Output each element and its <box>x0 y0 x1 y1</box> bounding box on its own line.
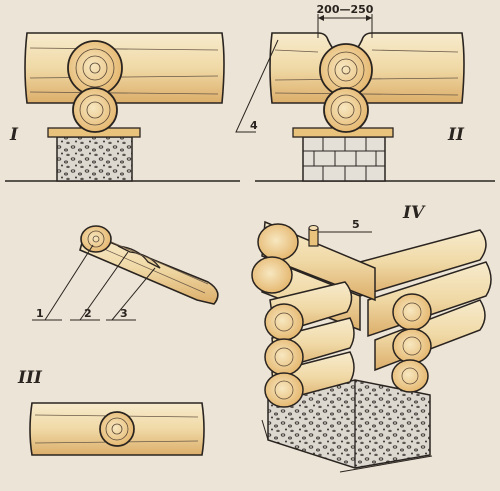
figure-label-iii: III <box>17 368 43 388</box>
corner-log-ends <box>264 293 432 408</box>
figure-ii: 200—250 4 II <box>235 3 495 182</box>
callout-1-leader <box>44 244 94 321</box>
figure-iii: III <box>17 368 205 456</box>
figure-label-iv: IV <box>402 203 426 223</box>
figure-label-i: I <box>9 125 19 145</box>
dimension-label: 200—250 <box>317 3 374 16</box>
concrete-foundation <box>56 136 133 182</box>
brick-lines <box>303 137 385 181</box>
figure-label-ii: II <box>447 125 465 145</box>
callout-5-label: 5 <box>352 218 360 231</box>
callout-2-leader <box>79 251 129 321</box>
figure-iv: 5 IV <box>251 203 492 473</box>
callout-1-label: 1 <box>36 307 44 320</box>
callout-3-label: 3 <box>120 307 128 320</box>
lower-log-end <box>72 87 118 133</box>
upper-log-grain <box>29 47 219 95</box>
groove-width-dimension: 200—250 <box>317 3 374 38</box>
grooved-log-perspective: 1 2 3 <box>32 225 219 321</box>
brick-foundation <box>302 136 386 182</box>
callout-2-label: 2 <box>84 307 92 320</box>
lower-log-end <box>323 87 369 133</box>
log-end-grain <box>80 225 112 253</box>
callout-4-label: 4 <box>250 119 258 132</box>
dowel-pin <box>308 225 319 247</box>
callout-3-leader <box>111 267 156 321</box>
figure-i: I <box>5 32 240 182</box>
callout-4-leader <box>235 39 279 133</box>
cross-log-section <box>99 411 135 447</box>
